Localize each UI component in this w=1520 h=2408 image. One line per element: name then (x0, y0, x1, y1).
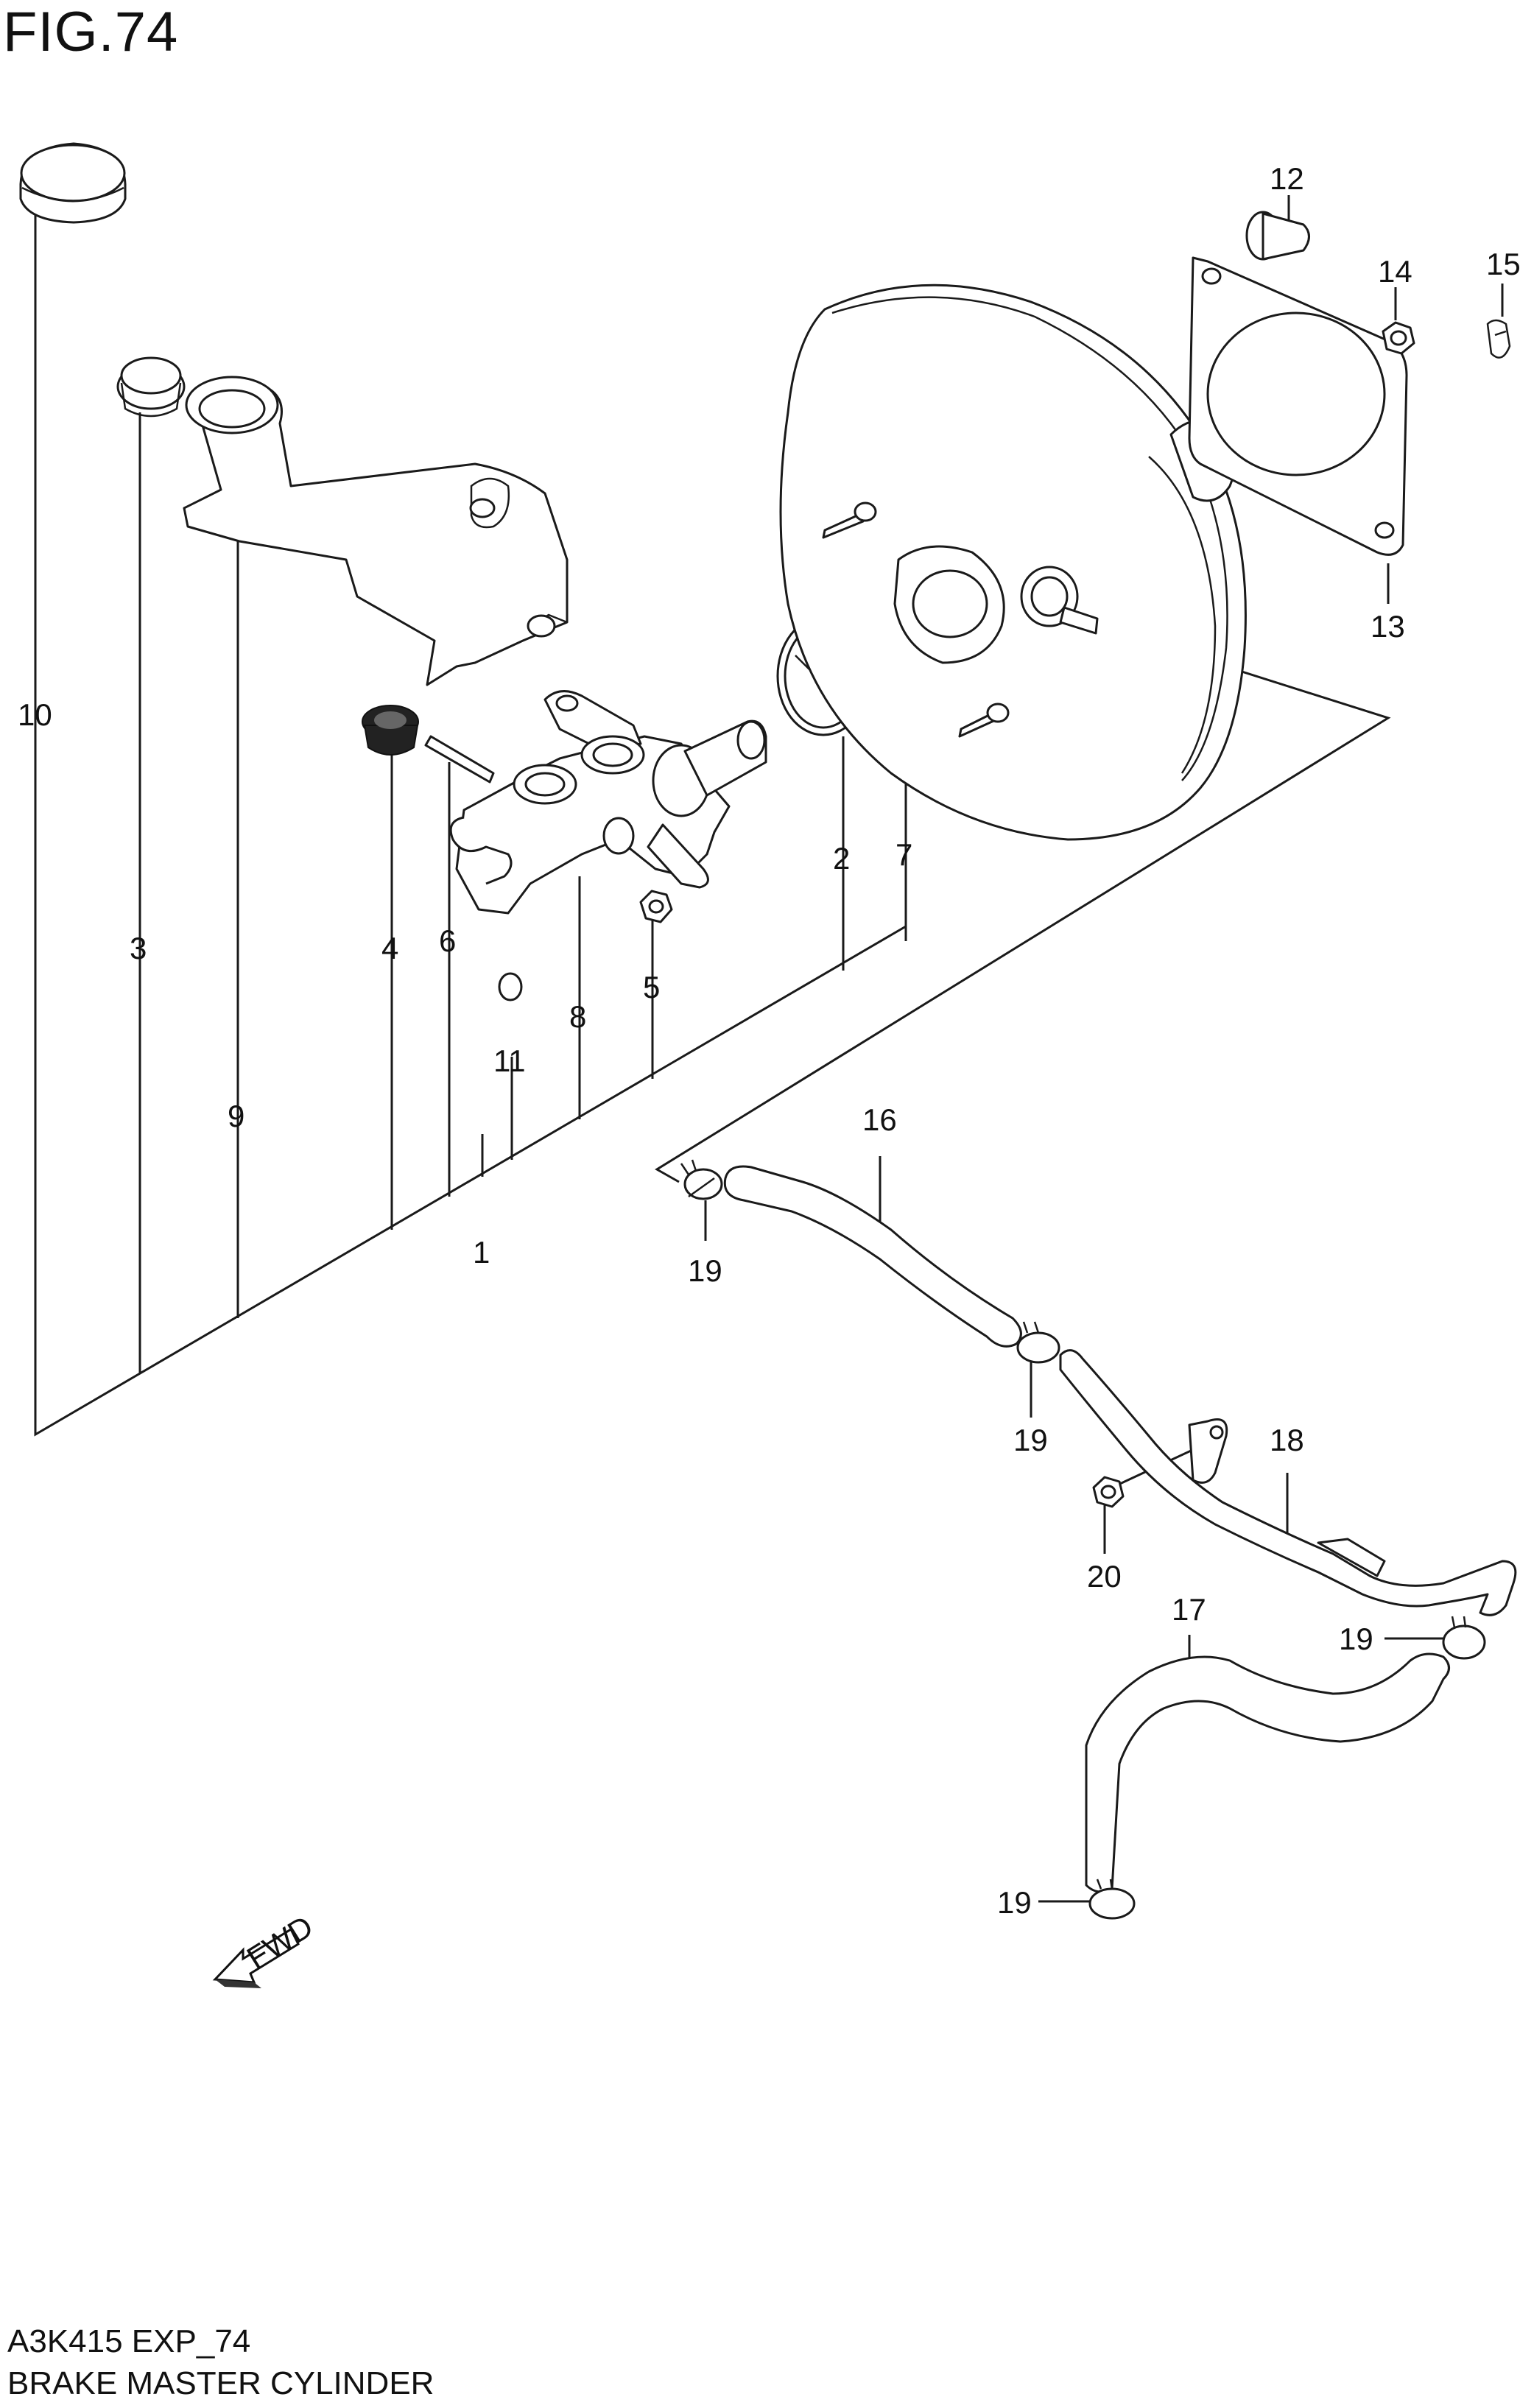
callout-14: 14 (1378, 254, 1412, 289)
callout-6: 6 (439, 923, 456, 958)
vacuum-hose-17-part (1085, 1652, 1450, 1893)
callout-13: 13 (1371, 609, 1405, 644)
callout-19-a: 19 (688, 1253, 722, 1288)
grommet-part (362, 705, 419, 756)
booster-gasket-part (1188, 256, 1408, 556)
callout-17: 17 (1172, 1592, 1206, 1627)
callout-19-c: 19 (1339, 1622, 1373, 1656)
vacuum-hose-18-part (1059, 1349, 1517, 1616)
callout-20: 20 (1087, 1559, 1122, 1594)
master-cylinder-part (449, 690, 767, 915)
clevis-pin-part (1245, 211, 1310, 261)
callout-19-b: 19 (1013, 1423, 1048, 1457)
hose-clamp-parts (680, 1159, 1486, 1920)
callout-9: 9 (228, 1099, 244, 1133)
small-o-ring-part (498, 972, 523, 1001)
reservoir-tank-part (183, 376, 569, 686)
figure-title: FIG.74 (3, 1, 179, 63)
callout-8: 8 (569, 999, 586, 1034)
spring-clip-part (1486, 319, 1511, 359)
callout-15: 15 (1486, 247, 1520, 281)
callout-7: 7 (896, 837, 912, 872)
hose-clamp-c (1442, 1616, 1486, 1660)
callout-18: 18 (1270, 1423, 1304, 1457)
callout-16: 16 (862, 1102, 897, 1137)
hose-nut-part (1092, 1476, 1125, 1508)
diagram-code: A3K415 EXP_74 (7, 2323, 251, 2359)
callout-10: 10 (18, 697, 52, 732)
nut-part (639, 890, 673, 923)
fwd-arrow-icon: FWD (212, 1909, 319, 1988)
fwd-label: FWD (241, 1909, 319, 1976)
strainer-ring-part (116, 356, 186, 418)
callout-4: 4 (381, 931, 398, 965)
hose-clamp-d (1088, 1879, 1136, 1920)
pin-part (424, 735, 495, 784)
callout-5: 5 (643, 970, 660, 1004)
callout-12: 12 (1270, 161, 1304, 196)
callout-11: 11 (493, 1043, 526, 1078)
reservoir-cap-part (19, 142, 127, 224)
diagram-name: BRAKE MASTER CYLINDER (7, 2365, 434, 2401)
hose-clamp-a (680, 1159, 723, 1200)
vacuum-hose-16-part (723, 1165, 1022, 1348)
callout-3: 3 (130, 931, 147, 965)
hose-clamp-b (1016, 1321, 1060, 1364)
callout-19-d: 19 (997, 1885, 1032, 1920)
callout-1: 1 (473, 1235, 490, 1270)
callout-2: 2 (833, 841, 850, 876)
callout-labels: 10 3 9 4 6 11 1 8 5 2 7 12 14 15 13 16 1… (18, 161, 1520, 1920)
brake-booster-part (779, 284, 1290, 841)
booster-nut-part (1382, 321, 1415, 355)
